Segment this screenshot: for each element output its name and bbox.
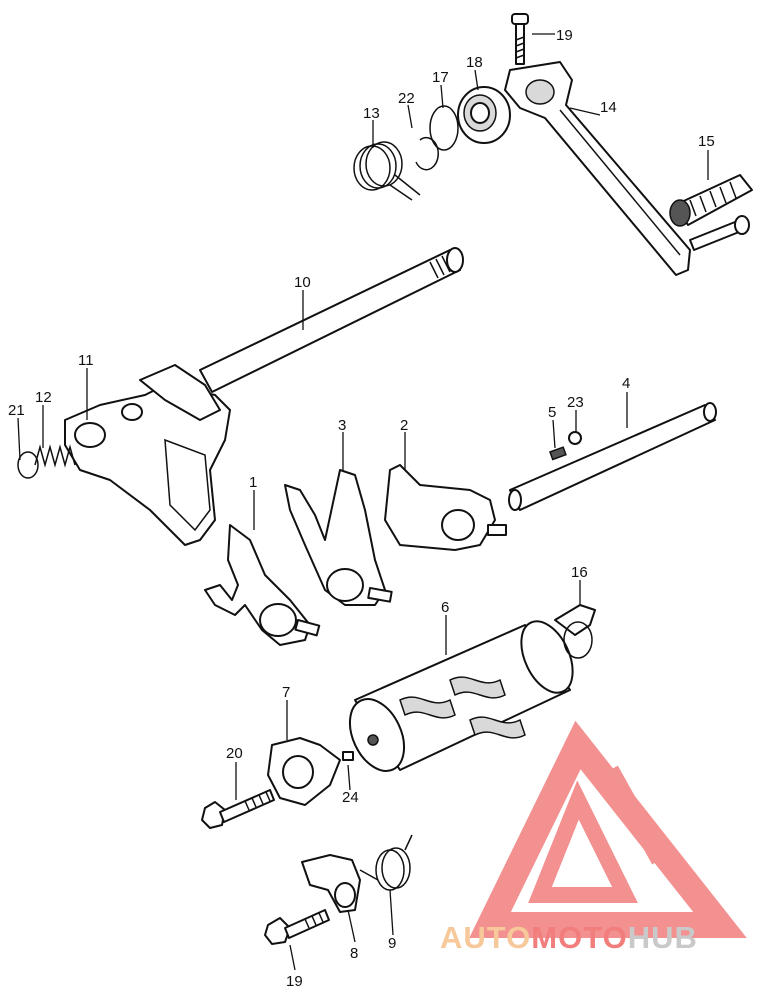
callout-6: 6 [441,599,449,616]
part-19-bolt-bottom [264,909,330,945]
part-12-spring [34,444,76,468]
part-16-clip [554,604,596,659]
callout-8: 8 [350,945,358,962]
callout-5: 5 [548,404,556,421]
callout-22: 22 [398,90,415,107]
part-23-ball [568,431,582,445]
part-9-spring [359,834,413,891]
part-8-stopper-arm [301,854,361,913]
part-3-shift-fork [284,469,393,606]
part-14-shift-arm [504,61,691,276]
part-21-clip [17,451,39,479]
callout-13: 13 [363,105,380,122]
part-11-shift-plate [64,364,231,546]
svg-text:AUTOMOTOHUB: AUTOMOTOHUB [440,920,698,955]
callout-labels: 19 14 15 18 17 22 13 10 11 12 21 1 3 2 4… [8,27,715,990]
watermark-text-hub: HUB [628,920,698,955]
leader-lines [17,33,709,971]
callout-3: 3 [338,417,346,434]
callout-7: 7 [282,684,290,701]
watermark-text-auto: AUTO [440,920,531,955]
part-7-stopper-plate [267,737,341,806]
callout-16: 16 [571,564,588,581]
watermark-text: AUTOMOTOHUB [440,920,698,955]
part-10-shift-spindle [199,247,464,393]
part-13-return-spring [353,141,421,201]
callout-15: 15 [698,133,715,150]
watermark-diagonal [602,765,668,865]
callout-20: 20 [226,745,243,762]
callout-21: 21 [8,402,25,419]
part-15-pedal-rubber [669,174,753,251]
part-22-clip [415,136,439,171]
callout-12: 12 [35,389,52,406]
callout-24: 24 [342,789,359,806]
callout-19-bottom: 19 [286,973,303,990]
callout-9: 9 [388,935,396,952]
part-24-pin [342,751,354,761]
part-20-bolt [201,789,275,829]
part-17-o-ring [429,105,459,151]
callout-11: 11 [78,352,94,369]
callout-18: 18 [466,54,483,71]
callout-14: 14 [600,99,617,116]
callout-1: 1 [249,474,257,491]
callout-10: 10 [294,274,311,291]
part-4-fork-shaft [508,402,717,511]
callout-2: 2 [400,417,408,434]
watermark-triangle-inner [528,780,638,903]
callout-4: 4 [622,375,630,392]
callout-23: 23 [567,394,584,411]
part-6-shift-drum [348,620,574,772]
callout-19-top: 19 [556,27,573,44]
callout-17: 17 [432,69,449,86]
watermark-text-moto: MOTO [531,920,627,955]
part-2-shift-fork [384,464,507,551]
watermark-logo [469,720,747,938]
part-1-shift-fork [204,524,321,646]
part-19-bolt-top [511,13,529,65]
part-18-oil-seal [457,86,511,144]
part-5-pin [549,446,567,461]
